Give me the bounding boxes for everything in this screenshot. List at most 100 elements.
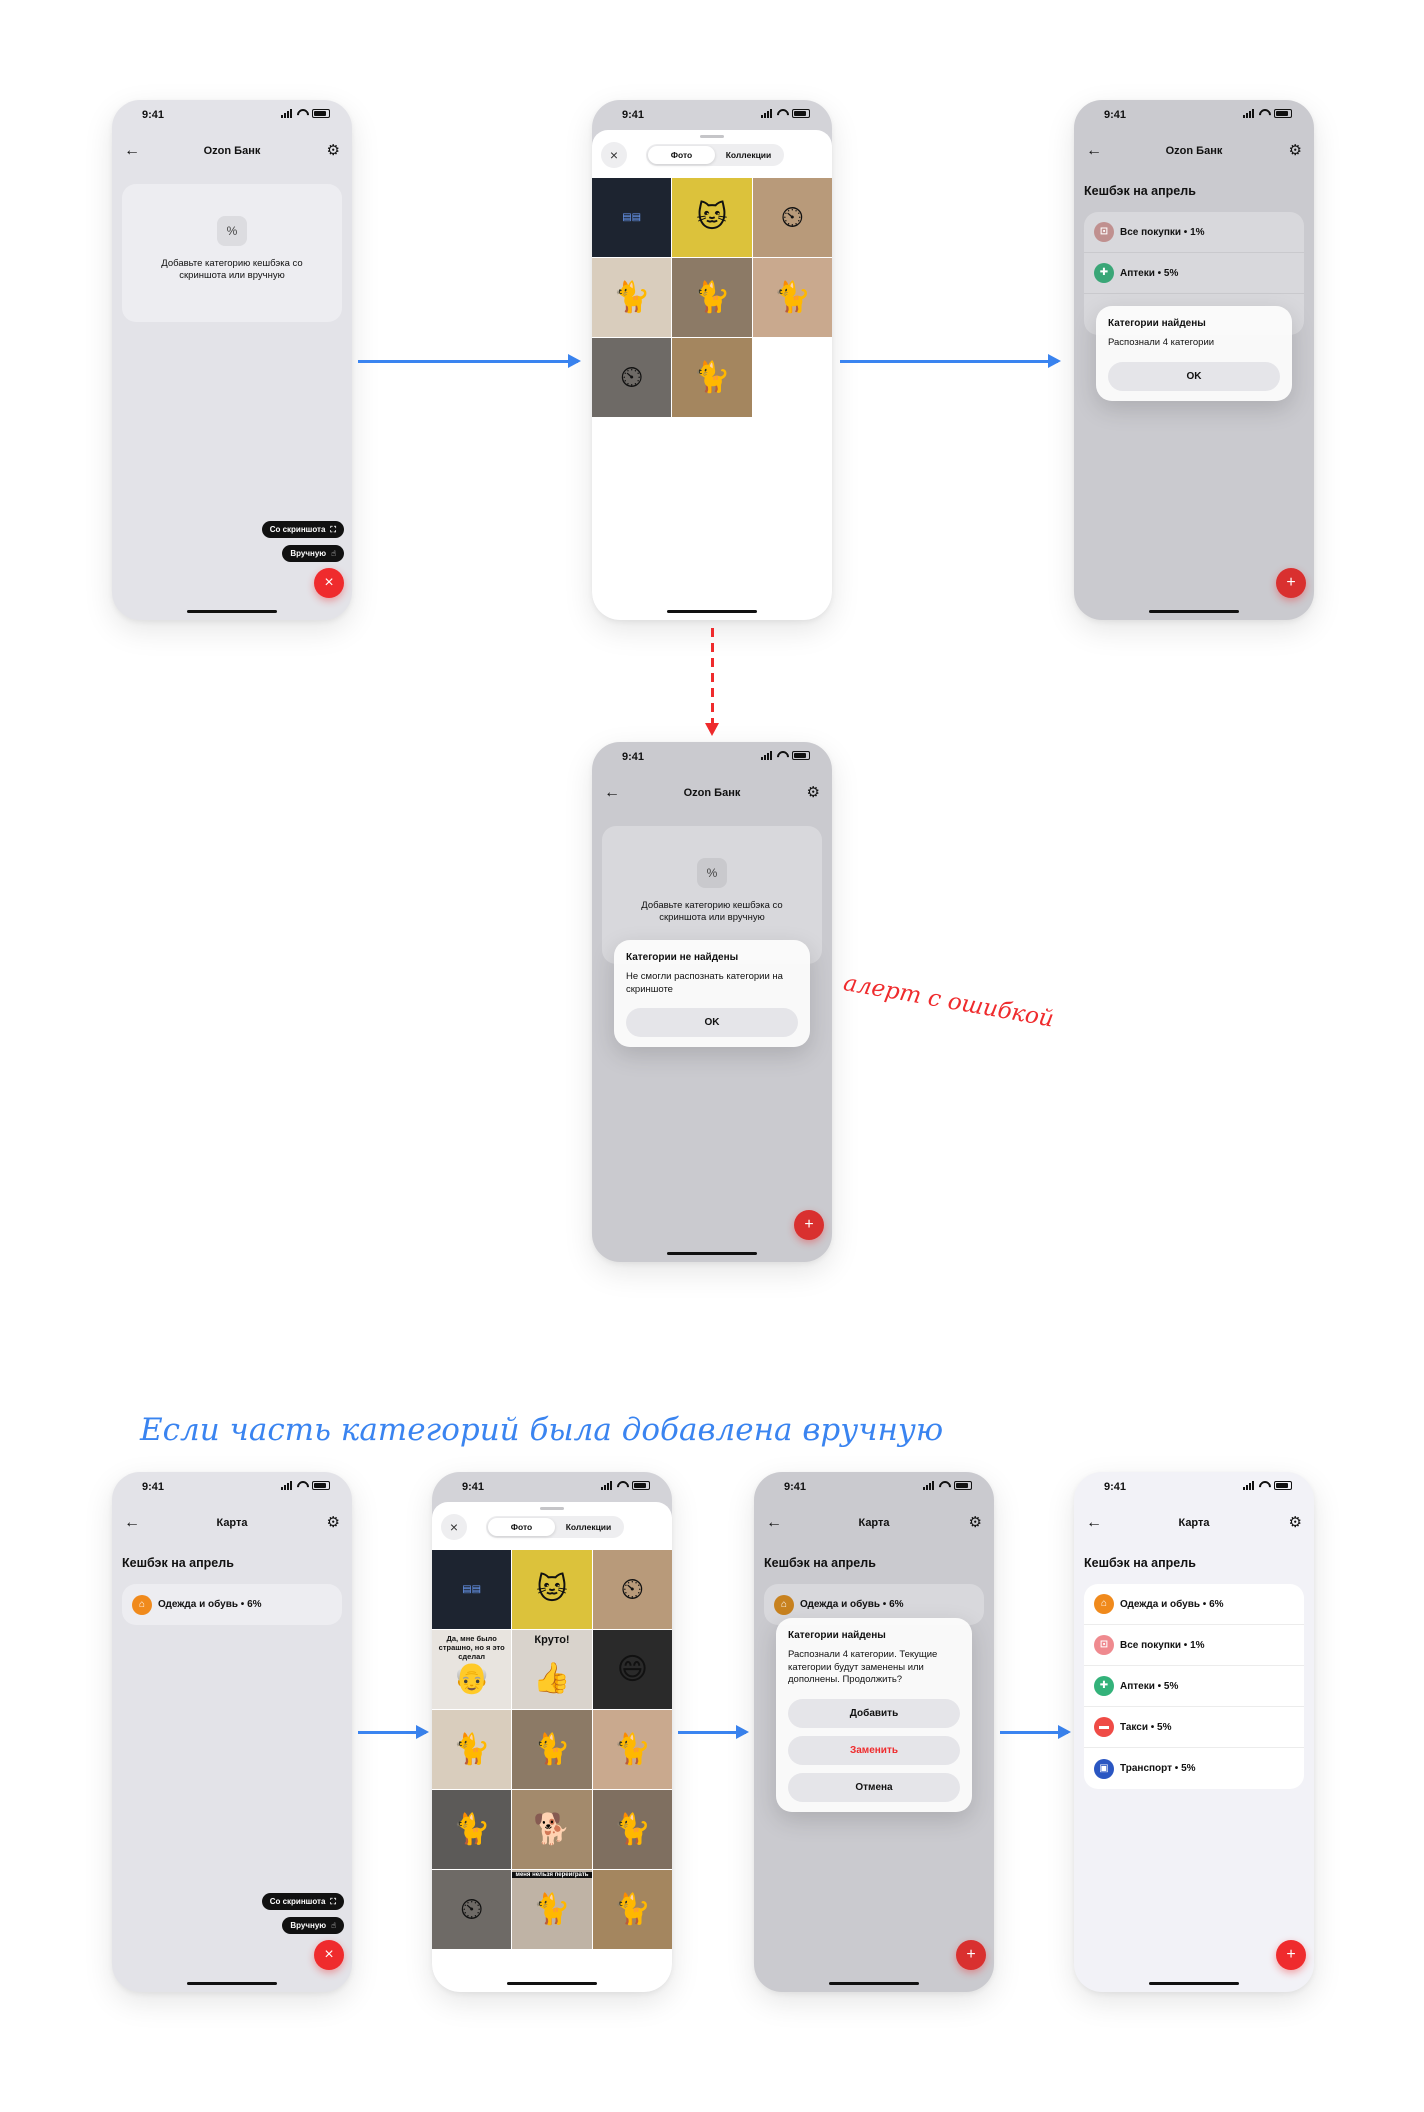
category-label: Одежда и обувь • 6% bbox=[800, 1599, 904, 1610]
gear-icon[interactable]: ⚙ bbox=[326, 142, 340, 159]
back-arrow-icon[interactable]: ← bbox=[1086, 1514, 1102, 1531]
photo-thumb-cat[interactable]: 🐈 bbox=[592, 1870, 672, 1949]
gear-icon[interactable]: ⚙ bbox=[1288, 1514, 1302, 1531]
sheet-grabber[interactable] bbox=[700, 135, 724, 138]
meme-caption: Круто! bbox=[534, 1634, 570, 1646]
list-item[interactable]: ⌂ Одежда и обувь • 6% bbox=[122, 1584, 342, 1625]
home-indicator bbox=[187, 1982, 277, 1985]
page-title: Ozon Банк bbox=[203, 145, 261, 157]
add-fab-button[interactable]: + bbox=[1276, 1940, 1306, 1970]
category-label: Аптеки • 5% bbox=[1120, 1680, 1179, 1692]
photo-thumb-cat[interactable]: 🐈 bbox=[432, 1790, 512, 1869]
alert-ok-button[interactable]: OK bbox=[626, 1008, 798, 1037]
photo-thumb-cat[interactable]: 🐈 bbox=[432, 1710, 512, 1789]
list-item[interactable]: ⊡ Все покупки • 1% bbox=[1084, 1625, 1304, 1666]
manual-button[interactable]: Вручную ☝ bbox=[282, 545, 344, 562]
photo-thumb-cat[interactable]: 🐈 bbox=[752, 258, 832, 337]
signal-icon bbox=[281, 1481, 292, 1490]
empty-message: Добавьте категорию кешбэка со скриншота … bbox=[161, 258, 303, 281]
add-fab-button[interactable]: + bbox=[794, 1210, 824, 1240]
alert-add-button[interactable]: Добавить bbox=[788, 1698, 960, 1728]
picker-close-button[interactable]: × bbox=[441, 1514, 467, 1540]
status-icons bbox=[281, 1481, 330, 1490]
close-fab-button[interactable]: × bbox=[314, 1940, 344, 1970]
signal-icon bbox=[761, 109, 772, 118]
from-screenshot-button[interactable]: Со скриншота ⛶ bbox=[261, 521, 344, 538]
photo-thumb-screenshot[interactable]: ▤▤ bbox=[592, 178, 672, 257]
list-item[interactable]: ▬ Такси • 5% bbox=[1084, 1707, 1304, 1748]
tab-collections[interactable]: Коллекции bbox=[565, 1522, 612, 1532]
status-bar: 9:41 bbox=[1074, 100, 1314, 128]
photo-thumb-meter[interactable]: ⏲ bbox=[432, 1870, 512, 1949]
photo-thumb-cat[interactable]: 🐈 bbox=[592, 1710, 672, 1789]
from-screenshot-label: Со скриншота bbox=[269, 525, 326, 534]
close-icon: × bbox=[324, 574, 334, 591]
sheet-grabber[interactable] bbox=[540, 1507, 564, 1510]
list-item[interactable]: ✚ Аптеки • 5% bbox=[1084, 253, 1304, 294]
gear-icon[interactable]: ⚙ bbox=[806, 784, 820, 801]
photo-thumb-meme[interactable]: Круто!👍 bbox=[512, 1630, 592, 1709]
wifi-icon bbox=[296, 109, 308, 118]
status-bar: 9:41 bbox=[754, 1472, 994, 1500]
photo-thumb-meter[interactable]: ⏲ bbox=[752, 178, 832, 257]
alert-ok-button[interactable]: OK bbox=[1108, 361, 1280, 391]
close-fab-button[interactable]: × bbox=[314, 568, 344, 598]
list-item[interactable]: ▣ Транспорт • 5% bbox=[1084, 1748, 1304, 1789]
gear-icon[interactable]: ⚙ bbox=[1288, 142, 1302, 159]
screen-categories-found: 9:41 ← Ozon Банк ⚙ Кешбэк на апрель ⊡ Вс… bbox=[1074, 100, 1314, 620]
cat-icon: 🐈 bbox=[773, 281, 811, 314]
category-label: Аптеки • 5% bbox=[1120, 267, 1179, 279]
person-icon: 👴 bbox=[452, 1662, 491, 1695]
photo-thumb-meter[interactable]: ⏲ bbox=[592, 1550, 672, 1629]
tab-photos[interactable]: Фото bbox=[648, 146, 715, 164]
photo-thumb-cat[interactable]: 🐈 bbox=[672, 258, 752, 337]
back-arrow-icon[interactable]: ← bbox=[1086, 142, 1102, 159]
add-fab-button[interactable]: + bbox=[1276, 568, 1306, 598]
list-item[interactable]: ⌂ Одежда и обувь • 6% bbox=[1084, 1584, 1304, 1625]
cat-icon: 🐱 bbox=[536, 1573, 568, 1606]
photo-thumb-people[interactable]: 😄 bbox=[592, 1630, 672, 1709]
list-item[interactable]: ✚ Аптеки • 5% bbox=[1084, 1666, 1304, 1707]
cat-icon: 🐈 bbox=[533, 1733, 571, 1766]
list-item[interactable]: ⊡ Все покупки • 1% bbox=[1084, 212, 1304, 253]
page-title: Карта bbox=[858, 1517, 890, 1529]
back-arrow-icon[interactable]: ← bbox=[604, 784, 620, 801]
photo-thumb-cat[interactable]: 🐈 bbox=[592, 258, 672, 337]
photo-thumb-meme[interactable]: Да, мне было страшно, но я это сделал👴 bbox=[432, 1630, 512, 1709]
back-arrow-icon[interactable]: ← bbox=[124, 142, 140, 159]
gear-icon[interactable]: ⚙ bbox=[968, 1514, 982, 1531]
cashback-list: ⌂ Одежда и обувь • 6% ⊡ Все покупки • 1%… bbox=[1084, 1584, 1304, 1789]
cat-icon: 🐈 bbox=[452, 1733, 491, 1766]
photo-thumb-cat[interactable]: 🐈 bbox=[592, 1790, 672, 1869]
photo-thumb-cartoon-cat[interactable]: 🐱 bbox=[672, 178, 752, 257]
status-bar: 9:41 bbox=[592, 100, 832, 128]
photo-thumb-screenshot[interactable]: ▤▤ bbox=[432, 1550, 512, 1629]
back-arrow-icon[interactable]: ← bbox=[124, 1514, 140, 1531]
category-label: Все покупки • 1% bbox=[1120, 226, 1205, 238]
back-arrow-icon[interactable]: ← bbox=[766, 1514, 782, 1531]
gear-icon[interactable]: ⚙ bbox=[326, 1514, 340, 1531]
manual-button[interactable]: Вручную ☝ bbox=[282, 1917, 344, 1934]
signal-icon bbox=[923, 1481, 934, 1490]
alert-cancel-button[interactable]: Отмена bbox=[788, 1772, 960, 1802]
plus-icon: + bbox=[1286, 574, 1296, 591]
photo-thumb-cartoon-cat[interactable]: 🐱 bbox=[512, 1550, 592, 1629]
picker-close-button[interactable]: × bbox=[601, 142, 627, 168]
category-label: Одежда и обувь • 6% bbox=[1120, 1598, 1224, 1610]
battery-icon bbox=[312, 109, 330, 118]
category-label: Все покупки • 1% bbox=[1120, 1639, 1205, 1651]
tab-photos[interactable]: Фото bbox=[488, 1518, 555, 1536]
list-item[interactable]: ⌂ Одежда и обувь • 6% bbox=[764, 1584, 984, 1625]
photo-thumb-dog[interactable]: 🐕 bbox=[512, 1790, 592, 1869]
photo-thumb-cat[interactable]: 🐈 bbox=[512, 1710, 592, 1789]
tab-collections[interactable]: Коллекции bbox=[725, 150, 772, 160]
from-screenshot-button[interactable]: Со скриншота ⛶ bbox=[261, 1893, 344, 1910]
plus-icon: + bbox=[966, 1946, 976, 1963]
empty-message: Добавьте категорию кешбэка со скриншота … bbox=[641, 900, 783, 923]
alert-replace-button[interactable]: Заменить bbox=[788, 1735, 960, 1765]
photo-thumb-cat[interactable]: 🐈 bbox=[672, 338, 752, 417]
cat-icon: 🐈 bbox=[452, 1813, 491, 1846]
photo-thumb-meme[interactable]: меня нельзя переиграть🐈 bbox=[512, 1870, 592, 1949]
photo-thumb-meter[interactable]: ⏲ bbox=[592, 338, 672, 417]
add-fab-button[interactable]: + bbox=[956, 1940, 986, 1970]
